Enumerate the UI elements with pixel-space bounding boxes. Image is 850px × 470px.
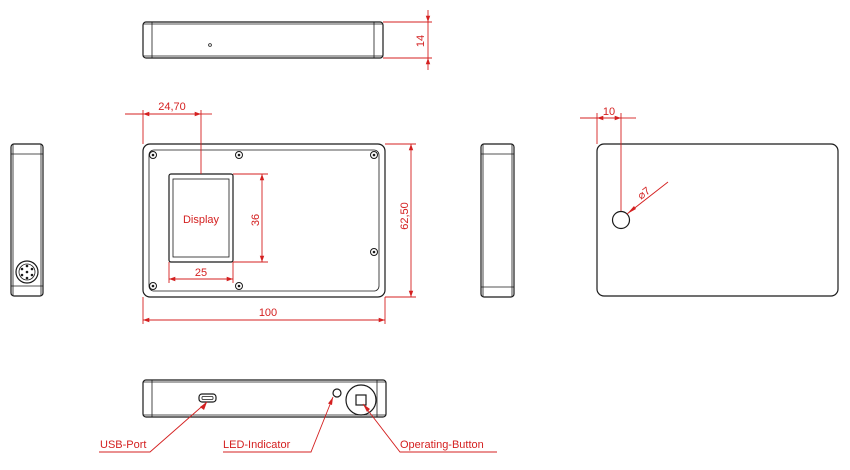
led-icon	[332, 388, 342, 398]
bottom-view: USB-Port LED-Indicator Operating-Button	[99, 379, 497, 453]
dimension-display-height: 36	[250, 214, 262, 226]
operating-button-label: Operating-Button	[400, 439, 484, 451]
top-view: 14	[142, 10, 432, 70]
led-indicator-label: LED-Indicator	[223, 439, 291, 451]
dimension-thickness: 14	[415, 35, 427, 47]
dimension-display-width: 25	[195, 267, 207, 279]
dimension-body-height: 62,50	[399, 202, 411, 230]
back-view: 10 ⌀7	[580, 106, 839, 297]
button-hole-icon	[611, 210, 631, 230]
dimension-button-offset: 10	[603, 106, 615, 118]
right-side-view	[480, 143, 515, 298]
connector-icon	[15, 260, 39, 284]
screw-icon	[149, 151, 378, 290]
operating-button-icon	[345, 384, 377, 416]
usb-port-label: USB-Port	[100, 439, 146, 451]
left-side-view	[10, 143, 44, 297]
dimension-display-offset: 24,70	[158, 101, 186, 113]
display-label: Display	[183, 214, 220, 226]
usb-port-icon	[198, 393, 217, 403]
dimension-button-diameter: ⌀7	[635, 185, 652, 202]
dimension-body-width: 100	[259, 307, 277, 319]
front-view: Display 24,70 36 25 62,50 100	[125, 101, 416, 324]
